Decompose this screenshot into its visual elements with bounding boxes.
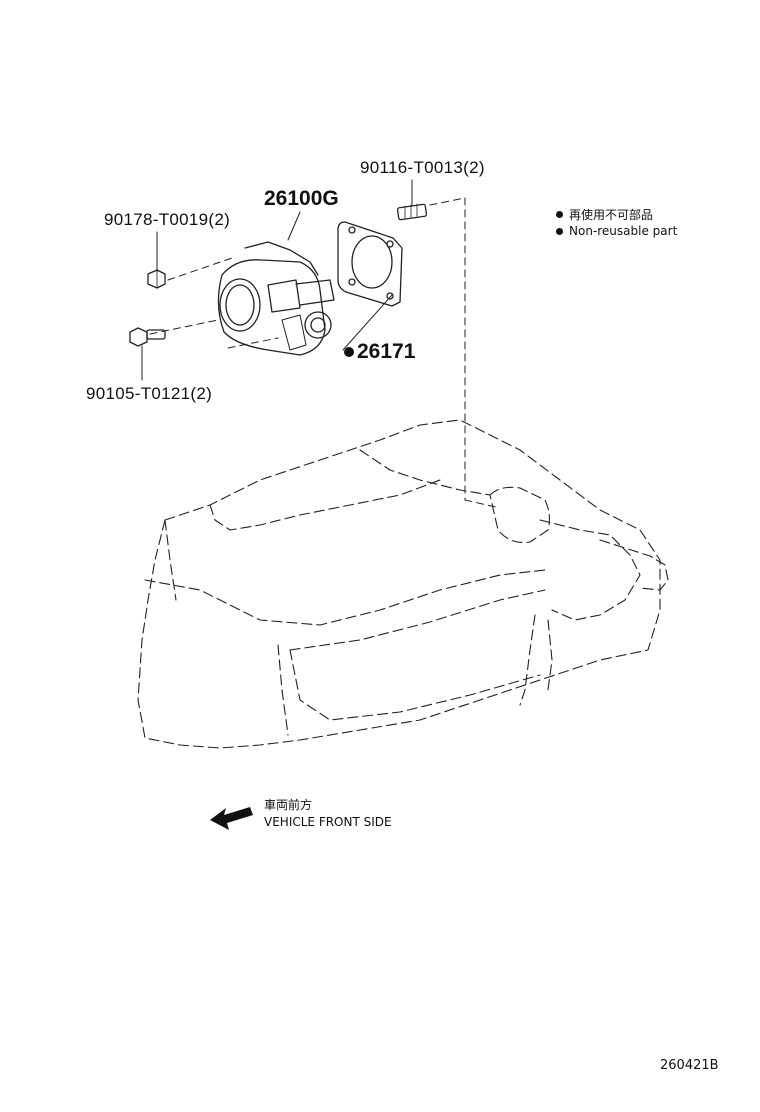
part-label-gasket[interactable]: 26171 (344, 340, 415, 364)
legend-en-text: Non-reusable part (569, 224, 678, 238)
legend-dot-icon (556, 211, 563, 218)
throttle-body-drawing (217, 241, 335, 356)
non-reusable-marker-icon (344, 347, 354, 357)
direction-jp: 車両前方 (264, 798, 313, 812)
legend-en: Non-reusable part (556, 224, 677, 238)
legend-jp: 再使用不可部品 (556, 206, 653, 223)
stud-bolt-drawing (396, 203, 428, 221)
legend-dot-icon (556, 227, 563, 235)
engine-block-phantom (137, 419, 669, 749)
bolt-drawing (129, 327, 166, 347)
gasket-drawing (337, 221, 403, 307)
direction-en: VEHICLE FRONT SIDE (264, 815, 392, 829)
part-label-gasket-text: 26171 (357, 340, 416, 363)
part-label-stud[interactable]: 90116-T0013(2) (360, 158, 485, 177)
diagram-code: 260421B (660, 1058, 719, 1073)
legend-jp-text: 再使用不可部品 (569, 208, 654, 222)
part-label-bolt[interactable]: 90105-T0121(2) (86, 384, 213, 403)
vehicle-front-arrow-icon (210, 807, 253, 830)
nut-drawing (147, 269, 166, 289)
assembly-guide-lines (149, 197, 501, 509)
part-label-throttle-body[interactable]: 26100G (264, 187, 339, 210)
part-label-nut[interactable]: 90178-T0019(2) (104, 210, 231, 229)
